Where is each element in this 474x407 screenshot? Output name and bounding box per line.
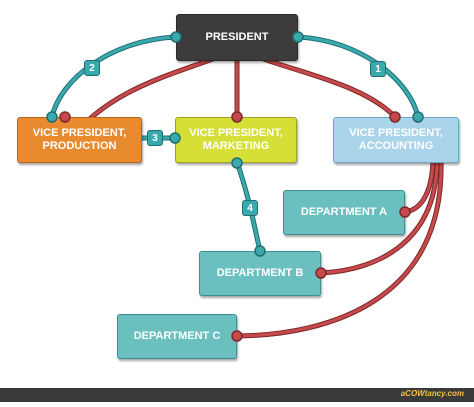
endpoint-dot <box>389 111 401 123</box>
endpoint-dot <box>169 132 181 144</box>
endpoint-dot <box>46 111 58 123</box>
department-b-label: DEPARTMENT B <box>216 267 304 279</box>
endpoint-dot <box>292 31 304 43</box>
endpoint-dot <box>254 245 266 257</box>
endpoint-dot <box>231 330 243 342</box>
department-a-label: DEPARTMENT A <box>300 206 388 218</box>
step-badge-2: 2 <box>84 60 100 76</box>
endpoint-dot <box>59 111 71 123</box>
step-badge-3: 3 <box>147 130 163 146</box>
endpoint-dot <box>231 111 243 123</box>
vp-production-node: VICE PRESIDENT, PRODUCTION <box>17 117 142 163</box>
step-badge-1: 1 <box>370 61 386 77</box>
footer-bar: aCOWtancy.com <box>0 388 474 402</box>
vp-accounting-node: VICE PRESIDENT, ACCOUNTING <box>333 117 459 163</box>
vp-accounting-label: VICE PRESIDENT, ACCOUNTING <box>349 127 443 152</box>
vp-production-label: VICE PRESIDENT, PRODUCTION <box>32 127 127 152</box>
president-node: PRESIDENT <box>176 14 298 61</box>
department-a-node: DEPARTMENT A <box>283 190 405 235</box>
endpoint-dot <box>231 157 243 169</box>
president-label: PRESIDENT <box>205 31 269 43</box>
endpoint-dot <box>315 267 327 279</box>
endpoint-dot <box>399 206 411 218</box>
endpoint-dot <box>170 31 182 43</box>
vp-marketing-node: VICE PRESIDENT, MARKETING <box>175 117 297 163</box>
vp-marketing-label: VICE PRESIDENT, MARKETING <box>189 127 283 152</box>
footer-brand: aCOWtancy.com <box>400 389 464 398</box>
endpoint-dot <box>412 111 424 123</box>
department-b-node: DEPARTMENT B <box>199 251 321 296</box>
step-badge-4: 4 <box>242 200 258 216</box>
department-c-label: DEPARTMENT C <box>133 330 221 342</box>
